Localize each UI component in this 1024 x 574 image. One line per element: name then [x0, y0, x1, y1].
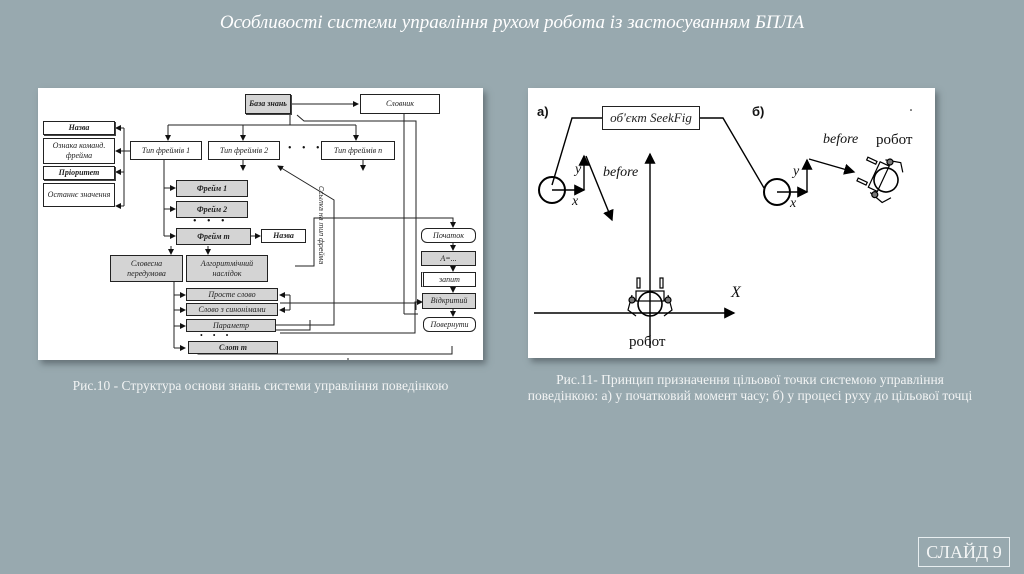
figure1-caption: Рис.10 - Структура основи знань системи …: [72, 378, 449, 393]
frame-name-node: Назва: [261, 229, 306, 243]
frame-type-n-node: Тип фреймів n: [321, 141, 395, 160]
verbal-premise-node: Словесна передумова: [110, 255, 183, 282]
open-node: Відкритий: [422, 293, 476, 309]
frame-type-2-node: Тип фреймів 2: [208, 141, 280, 160]
before-label-b: before: [823, 132, 859, 147]
return-node: Повернути: [423, 317, 476, 332]
last-values-node: Останнє значення: [43, 183, 115, 207]
frame-1-node: Фрейм 1: [176, 180, 248, 197]
y-axis-label-b: y: [793, 164, 800, 179]
assign-node: A=...: [421, 251, 476, 266]
before-label-a: before: [603, 165, 639, 180]
frames-ellipsis: • • •: [193, 216, 229, 227]
word-synonyms-node: Слово з синонімами: [186, 303, 278, 316]
robot-label-b: робот: [876, 132, 913, 148]
figure2-caption-line1: Рис.11- Принцип призначення цільової точ…: [556, 372, 944, 387]
name-attribute-node: Назва: [43, 121, 115, 135]
seekfig-object-box: об'єкт SeekFig: [602, 106, 700, 130]
robot-label-a: робот: [629, 334, 666, 350]
knowledge-base-node: База знань: [245, 94, 291, 114]
simple-word-node: Просте слово: [186, 288, 278, 301]
figure2-caption-line2: поведінкою: а) у початковий момент часу;…: [527, 388, 973, 403]
x-axis-label-a: x: [572, 194, 579, 209]
types-ellipsis: • • •: [288, 143, 324, 154]
priority-node: Пріоритет: [43, 166, 115, 180]
label-a: а): [537, 104, 549, 119]
target-point-drawing: [534, 109, 912, 348]
diagram-connectors: [115, 101, 456, 360]
start-node: Початок: [421, 228, 476, 243]
X-axis-label: X: [731, 284, 741, 301]
frame-2-node: Фрейм 2: [176, 201, 248, 218]
target-point-diagram: а) б) об'єкт SeekFig before y x before y…: [528, 88, 935, 358]
x-axis-label-b: x: [790, 196, 797, 211]
robot-a-icon: [627, 277, 673, 317]
stray-dot: [910, 109, 912, 111]
frame-type-1-node: Тип фреймів 1: [130, 141, 202, 160]
parameter-node: Параметр: [186, 319, 276, 332]
knowledge-base-diagram: База знань Словник Назва Ознака команд. …: [38, 88, 483, 360]
frame-m-node: Фрейм m: [176, 228, 251, 245]
slots-ellipsis: • • •: [200, 331, 233, 340]
figure2-caption: Рис.11- Принцип призначення цільової точ…: [495, 372, 1005, 404]
slide-number-badge: СЛАЙД 9: [918, 537, 1010, 567]
y-axis-label-a: y: [575, 162, 582, 177]
label-b: б): [752, 104, 765, 119]
query-node: запит: [421, 272, 476, 287]
slide-title: Особливості системи управління рухом роб…: [219, 12, 805, 33]
dictionary-node: Словник: [360, 94, 440, 114]
slot-m-node: Слот m: [188, 341, 278, 354]
algorithmic-consequence-node: Алгоритмічний наслідок: [186, 255, 268, 282]
command-flag-node: Ознака команд. фрейма: [43, 138, 115, 164]
frame-type-link-label: Ссылка на тип фрейма: [317, 186, 324, 265]
robot-b-icon: [856, 156, 904, 204]
